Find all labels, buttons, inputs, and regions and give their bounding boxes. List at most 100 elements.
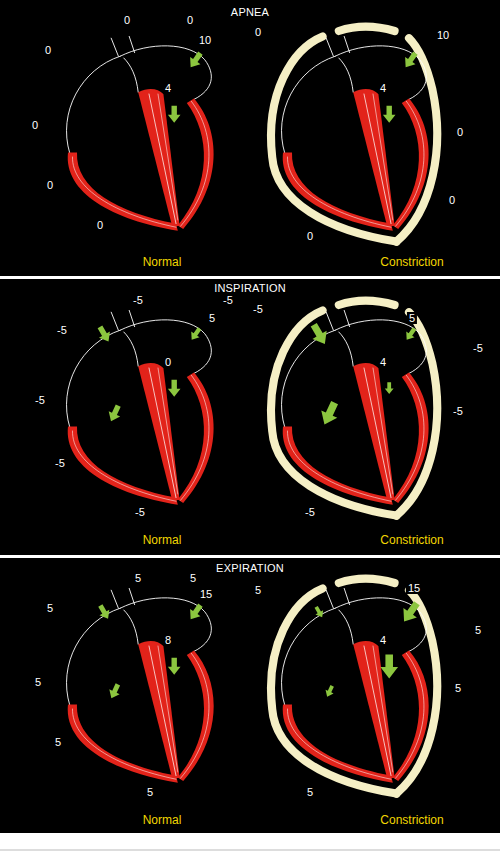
pressure-value: 5 — [473, 624, 483, 636]
wall-highlight — [373, 368, 393, 494]
flow-arrow — [380, 654, 398, 678]
flow-arrow — [105, 403, 124, 424]
panel-title: EXPIRATION — [214, 562, 286, 574]
flow-arrow — [323, 684, 336, 699]
wall-highlight — [287, 709, 391, 779]
pressure-value: -5 — [55, 324, 69, 336]
flow-arrow — [106, 682, 123, 701]
flow-arrow — [188, 326, 204, 343]
pressure-value: -5 — [53, 457, 67, 469]
panel-title: INSPIRATION — [212, 282, 288, 294]
flow-arrow — [403, 326, 419, 343]
heart-caption: Constriction — [378, 534, 445, 546]
lv-wall — [178, 651, 214, 782]
pressure-value: 5 — [133, 572, 143, 584]
atrium-outline — [335, 46, 426, 100]
vessel — [326, 38, 333, 56]
flow-arrow — [385, 382, 394, 394]
pressure-value: -5 — [471, 342, 485, 354]
flow-arrow — [307, 321, 332, 348]
panel-background — [0, 0, 500, 276]
pressure-value: 0 — [122, 14, 132, 26]
septum — [353, 89, 394, 227]
panel-background — [0, 279, 500, 555]
flow-arrow — [168, 106, 181, 123]
heart-caption: Normal — [141, 814, 184, 826]
vessel — [326, 312, 333, 330]
vessel — [111, 38, 118, 56]
pressure-value: 0 — [185, 14, 195, 26]
wall-highlight — [72, 157, 176, 227]
vessel — [344, 310, 349, 326]
pericardium — [339, 27, 395, 31]
vessel — [111, 590, 118, 608]
wall-highlight — [181, 375, 210, 500]
pericardium — [339, 579, 395, 583]
atrium-outline — [66, 56, 120, 153]
atrium-outline — [120, 598, 211, 652]
pressure-value: 15 — [406, 582, 422, 594]
pressure-value: 0 — [253, 26, 263, 38]
pressure-value: 5 — [145, 786, 155, 798]
flow-arrow — [316, 399, 342, 428]
pressure-value: 5 — [253, 584, 263, 596]
pericardium — [339, 301, 395, 305]
atrial-septum — [124, 332, 138, 366]
pressure-value: 4 — [163, 82, 173, 94]
pressure-value: 0 — [95, 219, 105, 231]
atrial-septum — [339, 332, 353, 366]
pressure-value: 0 — [43, 44, 53, 56]
pressure-value: -5 — [33, 394, 47, 406]
pressure-value: -5 — [221, 294, 235, 306]
heart-caption: Constriction — [378, 256, 445, 268]
heart-caption: Normal — [141, 534, 184, 546]
pressure-value: 4 — [378, 356, 388, 368]
atrium-outline — [120, 320, 211, 374]
pressure-value: 5 — [188, 572, 198, 584]
wall-highlight — [181, 101, 210, 226]
pressure-value: 5 — [45, 602, 55, 614]
heart — [66, 36, 213, 230]
wall-highlight — [72, 431, 176, 501]
pressure-value: 0 — [447, 194, 457, 206]
flow-arrow — [168, 658, 181, 675]
wall-highlight — [287, 157, 391, 227]
pressure-value: 5 — [305, 786, 315, 798]
wall-highlight — [364, 368, 391, 498]
heart — [271, 301, 437, 516]
flow-arrow — [397, 598, 423, 626]
heart — [271, 579, 437, 794]
lv-wall — [178, 373, 214, 504]
lv-wall — [393, 99, 429, 230]
flow-arrow — [312, 605, 326, 620]
atrium-outline — [281, 56, 335, 153]
pressure-value: 0 — [30, 119, 40, 131]
septum — [138, 89, 179, 227]
flow-arrow — [168, 380, 181, 397]
vessel — [344, 36, 349, 52]
pressure-value: 15 — [198, 588, 214, 600]
flow-arrow — [95, 603, 113, 622]
septum — [353, 363, 394, 501]
heart-caption: Constriction — [378, 814, 445, 826]
lv-wall — [178, 99, 214, 230]
heart — [66, 310, 213, 504]
pressure-value: -5 — [251, 303, 265, 315]
heart — [271, 27, 437, 242]
wall-highlight — [396, 653, 425, 778]
pressure-value: 0 — [305, 230, 315, 242]
heart-caption: Normal — [141, 256, 184, 268]
flow-arrow — [94, 324, 113, 345]
rule-line — [0, 850, 500, 851]
pressure-value: 4 — [378, 634, 388, 646]
vessel — [326, 590, 333, 608]
pressure-value: 8 — [163, 634, 173, 646]
panel-background — [0, 558, 500, 833]
pericardium — [271, 310, 396, 515]
wall-highlight — [396, 101, 425, 226]
flow-arrow — [383, 106, 396, 123]
vessel — [111, 312, 118, 330]
